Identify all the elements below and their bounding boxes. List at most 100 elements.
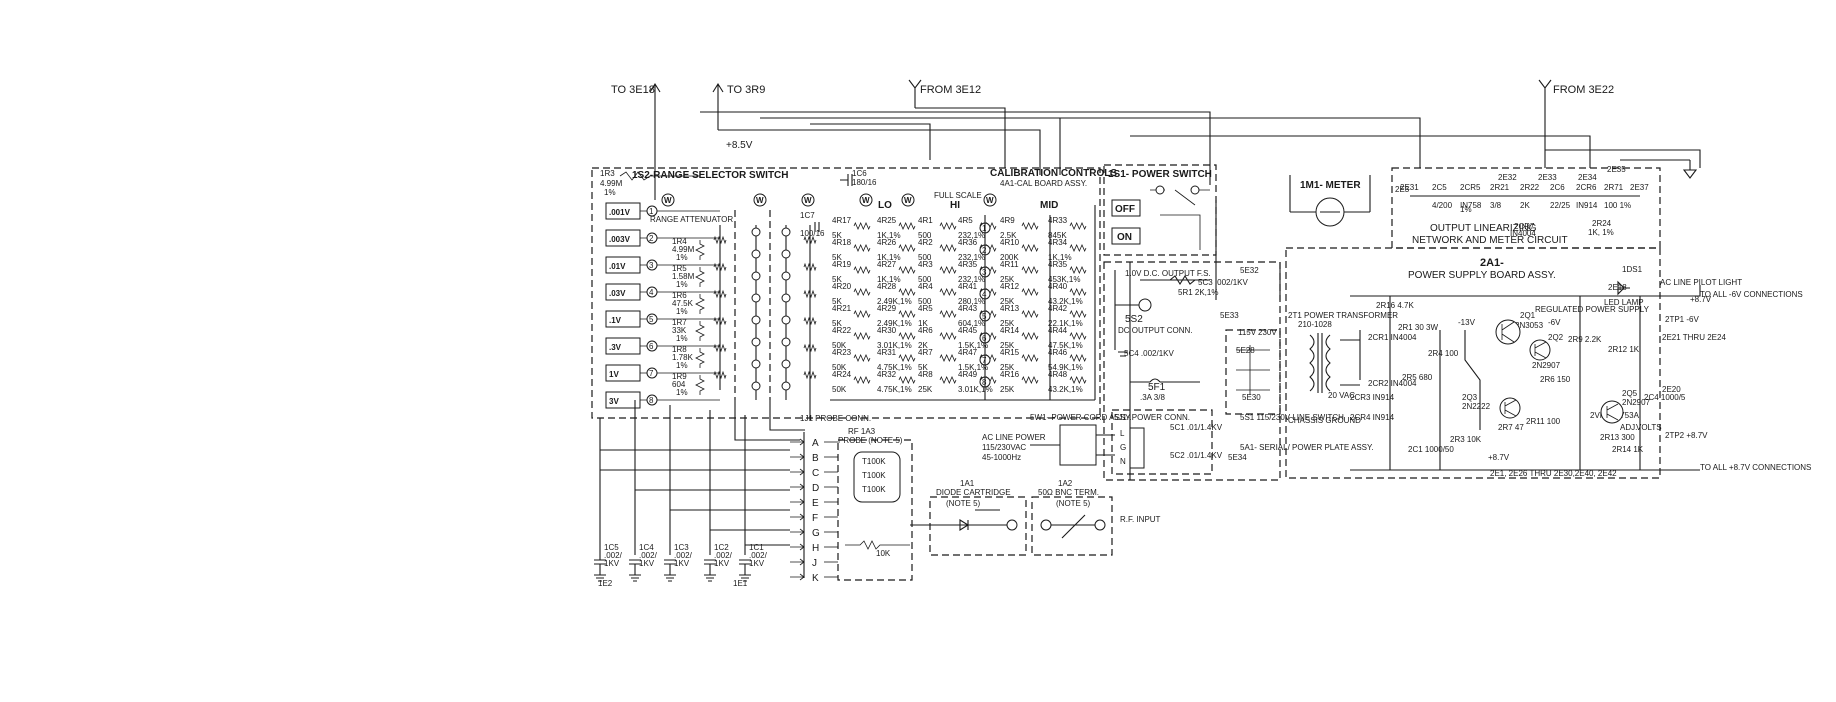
pilot-v: +8.7V: [1690, 295, 1712, 304]
wafer-marker-letter: W: [804, 196, 812, 205]
fuse-symbol: [1130, 378, 1200, 383]
cal-resistor-symbol: [939, 244, 957, 252]
meter-title: 1M1- METER: [1300, 180, 1361, 191]
bnc-label: 50Ω BNC TERM.: [1038, 488, 1099, 497]
cal-resistor-ref: 4R11: [1000, 260, 1019, 269]
diode-cartridge-title: 1A1: [960, 479, 975, 488]
cal-resistor-ref: 4R49: [958, 370, 978, 379]
range-position-number: 3: [649, 261, 654, 270]
switch-decks: [719, 210, 811, 400]
ps-component-q3-type: 2N2222: [1462, 402, 1491, 411]
switch-contact: [751, 227, 761, 237]
cal-resistor-value: 5K: [832, 231, 842, 240]
ps-component-r1: 2R1 30 3W: [1398, 323, 1438, 332]
lin-part-value: 2K: [1520, 201, 1530, 210]
cal-resistor-ref: 4R5: [918, 304, 933, 313]
range-position-number: 2: [649, 234, 654, 243]
range-position-number: 8: [649, 396, 654, 405]
dc-e32: 5E32: [1240, 266, 1259, 275]
switch-contact: [781, 227, 791, 237]
q3-symbol: [1499, 397, 1521, 419]
cal-resistor-ref: 4R41: [958, 282, 978, 291]
power-supply-wiring: [1340, 285, 1701, 471]
bnc-term: [1051, 514, 1095, 539]
lin-part-value: 22/25: [1550, 201, 1571, 210]
range-resistor-ref: 1R8: [672, 345, 687, 354]
switch-contact: [781, 293, 791, 303]
dc-c4: 5C4 .002/1KV: [1124, 349, 1174, 358]
range-resistor-tol: 1%: [676, 361, 688, 370]
ps-tp2: 2TP2 +8.7V: [1665, 431, 1708, 440]
range-attenuator-label: RANGE ATTENUATOR: [650, 215, 733, 224]
range-position-number: 1: [649, 207, 654, 216]
cal-resistor-ref: 4R47: [958, 348, 978, 357]
range-selector-title: 1S2-RANGE SELECTOR SWITCH: [632, 170, 789, 181]
pilot-led: LED LAMP: [1604, 298, 1644, 307]
transformer-label: 2T1 POWER TRANSFORMER: [1288, 311, 1398, 320]
probe-pin-arrow: [790, 543, 805, 551]
bnc-conn-right: [1094, 519, 1106, 531]
lin-part-ref: 2C6: [1550, 183, 1565, 192]
linearizing-enclosure: [1391, 167, 1661, 249]
cal-resistor-ref: 4R3: [918, 260, 933, 269]
probe-pin-letter: K: [812, 573, 819, 584]
range-resistor-value: 47.5K: [672, 299, 694, 308]
power-on-label: ON: [1117, 232, 1132, 243]
ps-e21: 2E21 THRU 2E24: [1662, 333, 1726, 342]
probe-enclosure: [837, 439, 913, 581]
range-ladder-resistor: [695, 294, 705, 314]
line-switch-board: 5A1- SERIAL/ POWER PLATE ASSY.: [1240, 443, 1374, 452]
to-all-87v: TO ALL +8.7V CONNECTIONS: [1700, 463, 1811, 472]
cal-col-lo: LO: [878, 200, 892, 211]
dc-c3: 5C3 .002/1KV: [1198, 278, 1248, 287]
cal-resistor-symbol: [1021, 354, 1039, 362]
ps-component-cr3: 2CR3 IN914: [1350, 393, 1395, 402]
linearizing-line2: NETWORK AND METER CIRCUIT: [1412, 235, 1568, 246]
power-cord-wires: [1030, 434, 1115, 456]
lin-r24: 2R24: [1592, 219, 1612, 228]
range-cal-enclosure: [591, 167, 1101, 419]
deck-resistor: [803, 343, 817, 353]
bnc-title: 1A2: [1058, 479, 1073, 488]
transformer-windings: [1309, 333, 1331, 393]
power-conn-enclosure: [1111, 409, 1213, 475]
pilot-ds1: 1DS1: [1622, 265, 1643, 274]
probe-pin-arrow: [790, 483, 805, 491]
lin-part-value: IN758: [1460, 201, 1482, 210]
probe-conn-label: 1J1 PROBE CONN.: [800, 414, 871, 423]
switch-contact: [781, 249, 791, 259]
switch-contact: [751, 249, 761, 259]
cal-resistor-ref: 4R14: [1000, 326, 1020, 335]
line-switch-contacts: [1236, 345, 1270, 395]
cal-resistor-symbol: [939, 288, 957, 296]
ps-component-cr4: 2CR4 IN914: [1350, 413, 1395, 422]
deck-resistor: [713, 289, 727, 299]
bnc-conn-left: [1040, 519, 1052, 531]
lin-part-ref: 2R22: [1520, 183, 1540, 192]
cal-resistor-value: 232,1%: [958, 231, 985, 240]
antenna-from-3e12: [908, 79, 922, 108]
power-switch-node-1: [1155, 185, 1165, 195]
range-key-label: .003V: [609, 235, 631, 244]
chassis-ground: CHASSIS GROUND: [1288, 416, 1361, 425]
wafer-marker: [859, 193, 873, 207]
switch-contact: [781, 337, 791, 347]
dc-s2-desc: DC OUTPUT CONN.: [1118, 326, 1193, 335]
power-conn-c2: 5C2 .01/1.4KV: [1170, 451, 1223, 460]
r3-value: 4.99M: [600, 179, 623, 188]
range-position-number: 6: [649, 342, 654, 351]
ps-component-cr2: 2CR2 IN4004: [1368, 379, 1417, 388]
cal-resistor-ref: 4R22: [832, 326, 852, 335]
cal-resistor-value: 4.75K,1%: [877, 385, 912, 394]
switch-contact: [751, 337, 761, 347]
cal-resistor-symbol: [939, 222, 957, 230]
cal-resistor-value: 25K: [1000, 297, 1015, 306]
power-switch-title: 1S1- POWER SWITCH: [1108, 169, 1212, 180]
deck-resistor: [713, 235, 727, 245]
power-conn-pin-l: L: [1120, 429, 1125, 438]
cal-resistor-ref: 4R4: [918, 282, 933, 291]
cal-resistor-symbol: [898, 244, 916, 252]
calibration-title: CALIBRATION CONTROLS: [990, 168, 1117, 179]
cal-resistor-ref: 4R13: [1000, 304, 1020, 313]
